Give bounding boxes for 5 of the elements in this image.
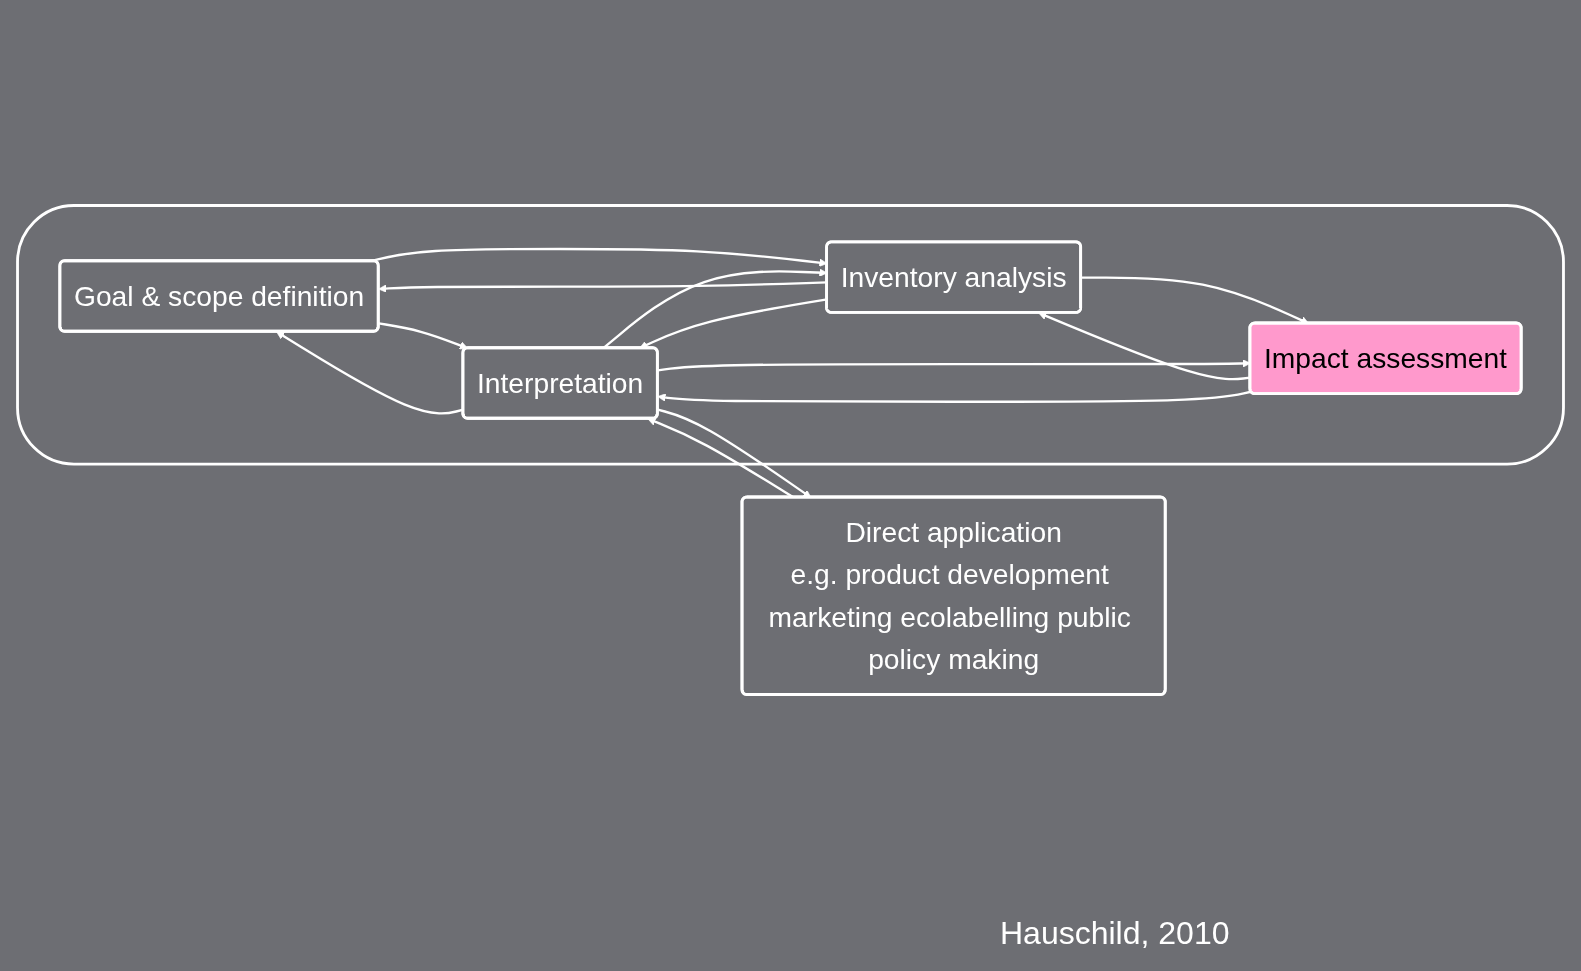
source-note: Hauschild, 2010 bbox=[1000, 915, 1230, 952]
arrow bbox=[378, 322, 468, 350]
arrow bbox=[657, 408, 812, 498]
arrow bbox=[657, 390, 1252, 403]
cluster bbox=[16, 204, 1565, 466]
